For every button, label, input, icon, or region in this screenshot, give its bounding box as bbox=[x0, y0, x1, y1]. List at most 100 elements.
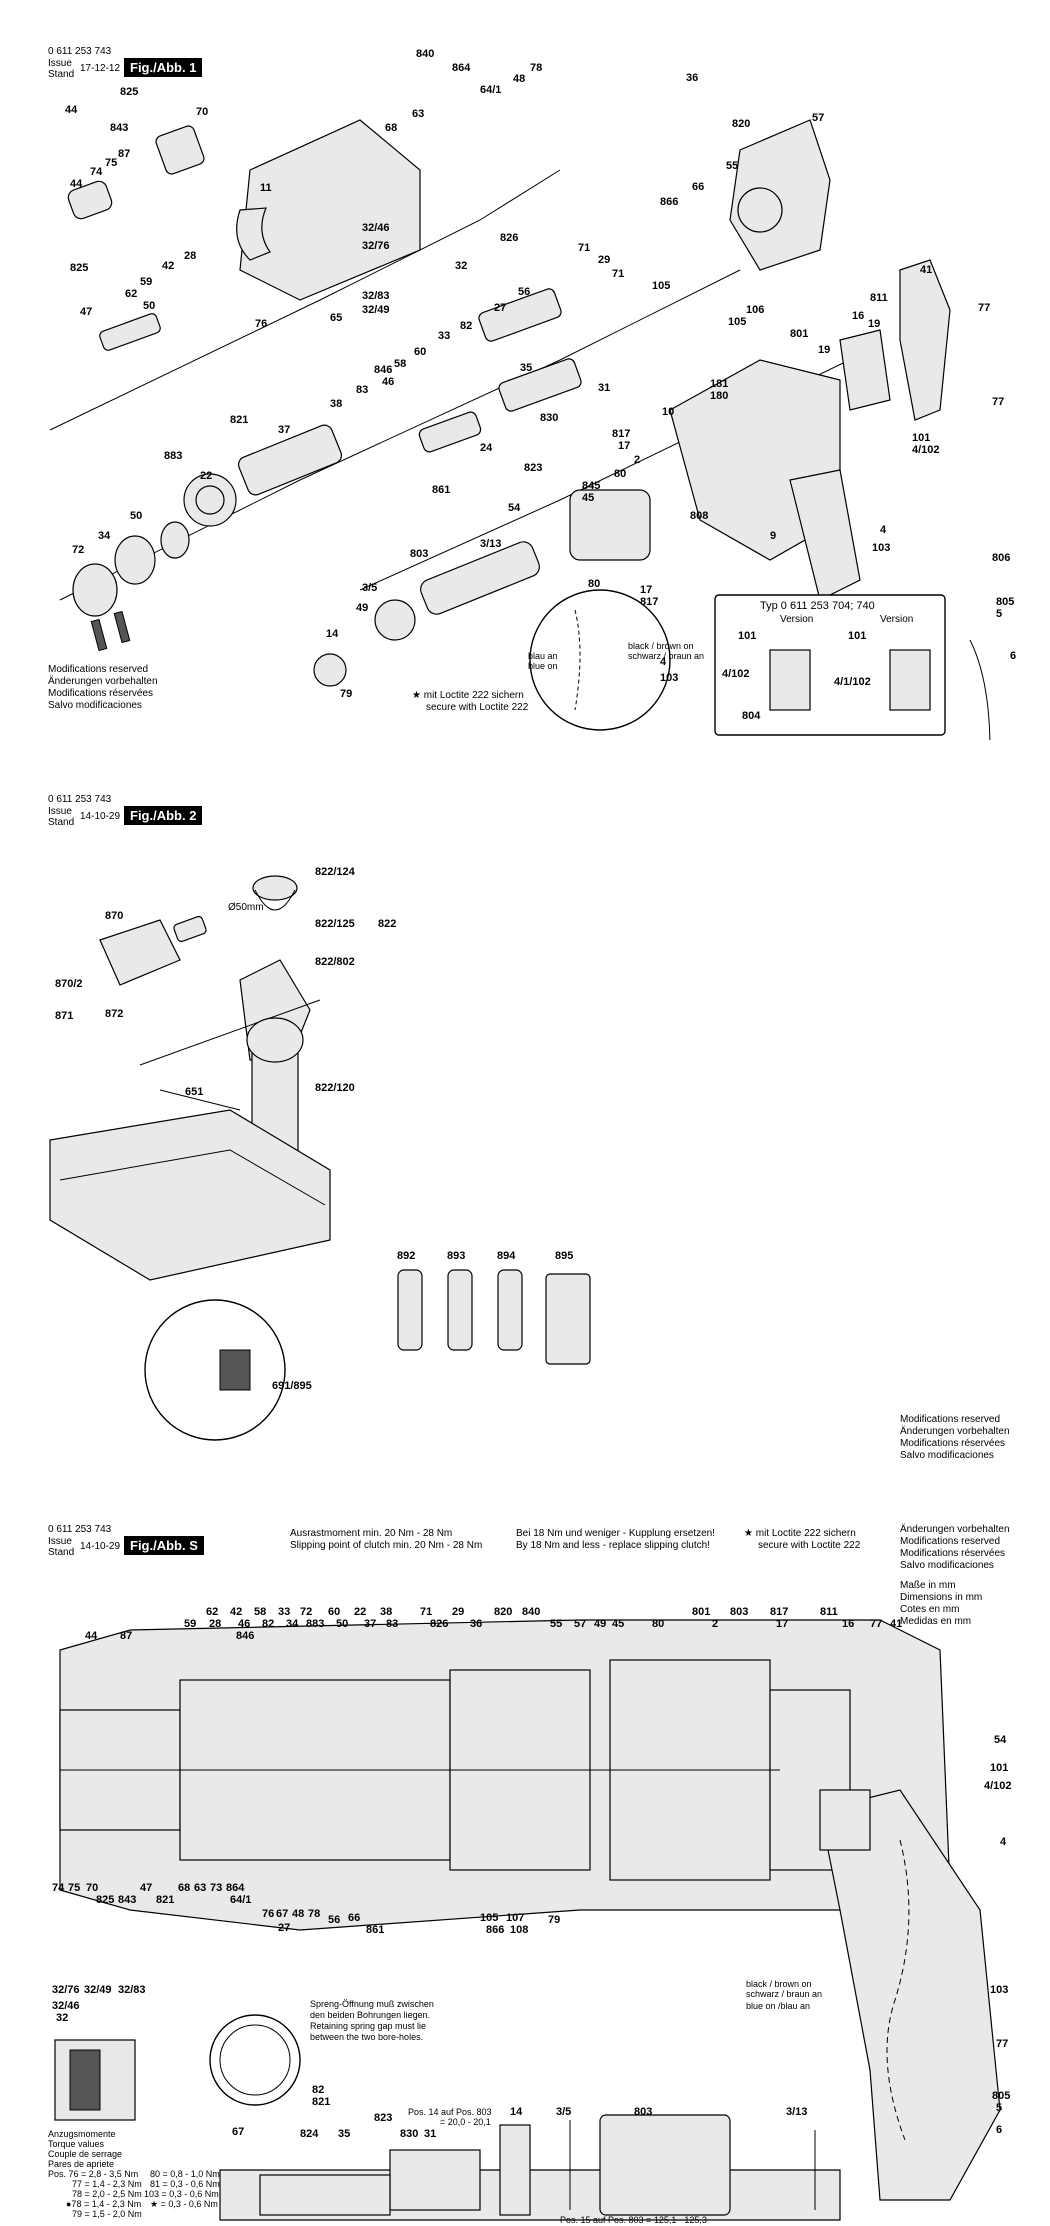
callout-691-895: 691/895 bbox=[272, 1380, 312, 1392]
callout-38: 38 bbox=[330, 398, 343, 410]
s-callout-801: 801 bbox=[692, 1606, 711, 1618]
callout-31: 31 bbox=[598, 382, 611, 394]
dims-4: Medidas en mm bbox=[900, 1616, 972, 1627]
callout-10: 10 bbox=[662, 406, 675, 418]
callout-845: 845 bbox=[582, 480, 601, 492]
torque-star: ★ = 0,3 - 0,6 Nm bbox=[150, 2199, 218, 2209]
s-callout-803: 803 bbox=[730, 1606, 749, 1618]
spring-note-1: Spreng-Öffnung muß zwischen bbox=[310, 1999, 434, 2009]
callout-895: 895 bbox=[555, 1250, 574, 1262]
s-callout-2: 2 bbox=[712, 1618, 719, 1630]
s-callout-883: 883 bbox=[306, 1618, 325, 1630]
callout-883: 883 bbox=[164, 450, 183, 462]
callout-82: 82 bbox=[460, 320, 473, 332]
callout-16: 16 bbox=[852, 310, 865, 322]
callout-33: 33 bbox=[438, 330, 451, 342]
callout-2: 2 bbox=[634, 454, 641, 466]
s-callout-68: 68 bbox=[178, 1882, 191, 1894]
callout-894: 894 bbox=[497, 1250, 516, 1262]
stand-label: Stand bbox=[48, 1547, 75, 1558]
callout-822-124: 822/124 bbox=[315, 866, 355, 878]
callout-105b: 105 bbox=[728, 316, 747, 328]
callout-803: 803 bbox=[410, 548, 429, 560]
r-callout-67: 67 bbox=[232, 2126, 245, 2138]
callout-805: 805 bbox=[996, 596, 1015, 608]
callout-823: 823 bbox=[524, 462, 543, 474]
torque-title-3: Couple de serrage bbox=[48, 2149, 123, 2159]
callout-893: 893 bbox=[447, 1250, 466, 1262]
callout-103b: 103 bbox=[660, 672, 679, 684]
diameter-note: Ø50mm bbox=[228, 902, 264, 913]
callout-3-13: 3/13 bbox=[480, 538, 502, 550]
torque-77: 77 = 1,4 - 2,3 Nm bbox=[72, 2179, 142, 2189]
sheet-fig-1: 0 611 253 743 Issue Stand 17-12-12 Fig./… bbox=[0, 0, 1050, 740]
callout-5: 5 bbox=[996, 608, 1003, 620]
wire-note-3: blue on /blau an bbox=[746, 2001, 811, 2011]
callout-37: 37 bbox=[278, 424, 291, 436]
wire-note-2: schwarz / braun an bbox=[746, 1989, 823, 1999]
callout-32-46: 32/46 bbox=[362, 222, 390, 234]
s-callout-74: 74 bbox=[52, 1882, 65, 1894]
callout-46: 46 bbox=[382, 376, 395, 388]
callout-42: 42 bbox=[162, 260, 175, 272]
s-callout-28: 28 bbox=[209, 1618, 222, 1630]
box-4-1-102: 4/1/102 bbox=[834, 676, 871, 688]
s-callout-47: 47 bbox=[140, 1882, 153, 1894]
s-callout-75: 75 bbox=[68, 1882, 81, 1894]
s-callout-62: 62 bbox=[206, 1606, 219, 1618]
callout-65: 65 bbox=[330, 312, 343, 324]
callout-48: 48 bbox=[513, 73, 526, 85]
callout-79: 79 bbox=[340, 688, 353, 700]
callout-57: 57 bbox=[812, 112, 825, 124]
sheet-fig-s: 0 611 253 743 Issue Stand 14-10-29 Fig./… bbox=[0, 1510, 1050, 2226]
callout-870: 870 bbox=[105, 910, 124, 922]
issue-date: 17-12-12 bbox=[80, 63, 121, 74]
figure-badge: Fig./Abb. 2 bbox=[124, 806, 203, 825]
issue-date: 14-10-29 bbox=[80, 1541, 121, 1552]
callout-17: 17 bbox=[618, 440, 631, 452]
wire-note-1: black / brown on bbox=[628, 641, 694, 651]
callout-44: 44 bbox=[65, 104, 78, 116]
box-101a: 101 bbox=[738, 630, 757, 642]
callout-817: 817 bbox=[612, 428, 631, 440]
callout-4b: 4 bbox=[660, 656, 667, 668]
callout-71b: 71 bbox=[612, 268, 625, 280]
callout-58: 58 bbox=[394, 358, 407, 370]
callout-817b: 817 bbox=[640, 596, 659, 608]
callout-54: 54 bbox=[508, 502, 521, 514]
callout-4-102: 4/102 bbox=[912, 444, 940, 456]
wire-note-1: black / brown on bbox=[746, 1979, 812, 1989]
s-callout-826: 826 bbox=[430, 1618, 449, 1630]
s-callout-32: 32 bbox=[56, 2012, 69, 2024]
spring-note-2: den beiden Bohrungen liegen. bbox=[310, 2010, 431, 2020]
callout-866: 866 bbox=[660, 196, 679, 208]
spring-note-4: between the two bore-holes. bbox=[310, 2032, 424, 2042]
s-callout-821: 821 bbox=[156, 1894, 175, 1906]
callout-59: 59 bbox=[140, 276, 153, 288]
callout-3-5: 3/5 bbox=[362, 582, 378, 594]
callout-24: 24 bbox=[480, 442, 493, 454]
spring-note-3: Retaining spring gap must lie bbox=[310, 2021, 427, 2031]
callout-29: 29 bbox=[598, 254, 611, 266]
s-callout-811: 811 bbox=[820, 1606, 838, 1618]
wire-note-3: blau an bbox=[528, 651, 558, 661]
figure-badge: Fig./Abb. 1 bbox=[124, 58, 203, 77]
coupling-note-1: Bei 18 Nm und weniger - Kupplung ersetze… bbox=[516, 1528, 716, 1539]
r-callout-31: 31 bbox=[424, 2128, 437, 2140]
s-callout-6: 6 bbox=[996, 2124, 1003, 2136]
s-callout-57: 57 bbox=[574, 1618, 587, 1630]
coupling-note-2: By 18 Nm and less - replace slipping clu… bbox=[516, 1540, 710, 1551]
s-callout-27: 27 bbox=[278, 1922, 291, 1934]
callout-101: 101 bbox=[912, 432, 931, 444]
callout-821: 821 bbox=[230, 414, 249, 426]
loctite-note-1: ★ mit Loctite 222 sichern bbox=[744, 1528, 856, 1539]
torque-80: 80 = 0,8 - 1,0 Nm bbox=[150, 2169, 220, 2179]
callout-44b: 44 bbox=[70, 178, 83, 190]
s-callout-50: 50 bbox=[336, 1618, 349, 1630]
r-callout-823: 823 bbox=[374, 2112, 393, 2124]
s-callout-864: 864 bbox=[226, 1882, 245, 1894]
callout-22: 22 bbox=[200, 470, 213, 482]
mods-3: Modifications réservées bbox=[900, 1548, 1006, 1559]
s-callout-78: 78 bbox=[308, 1908, 321, 1920]
callout-19: 19 bbox=[868, 318, 881, 330]
